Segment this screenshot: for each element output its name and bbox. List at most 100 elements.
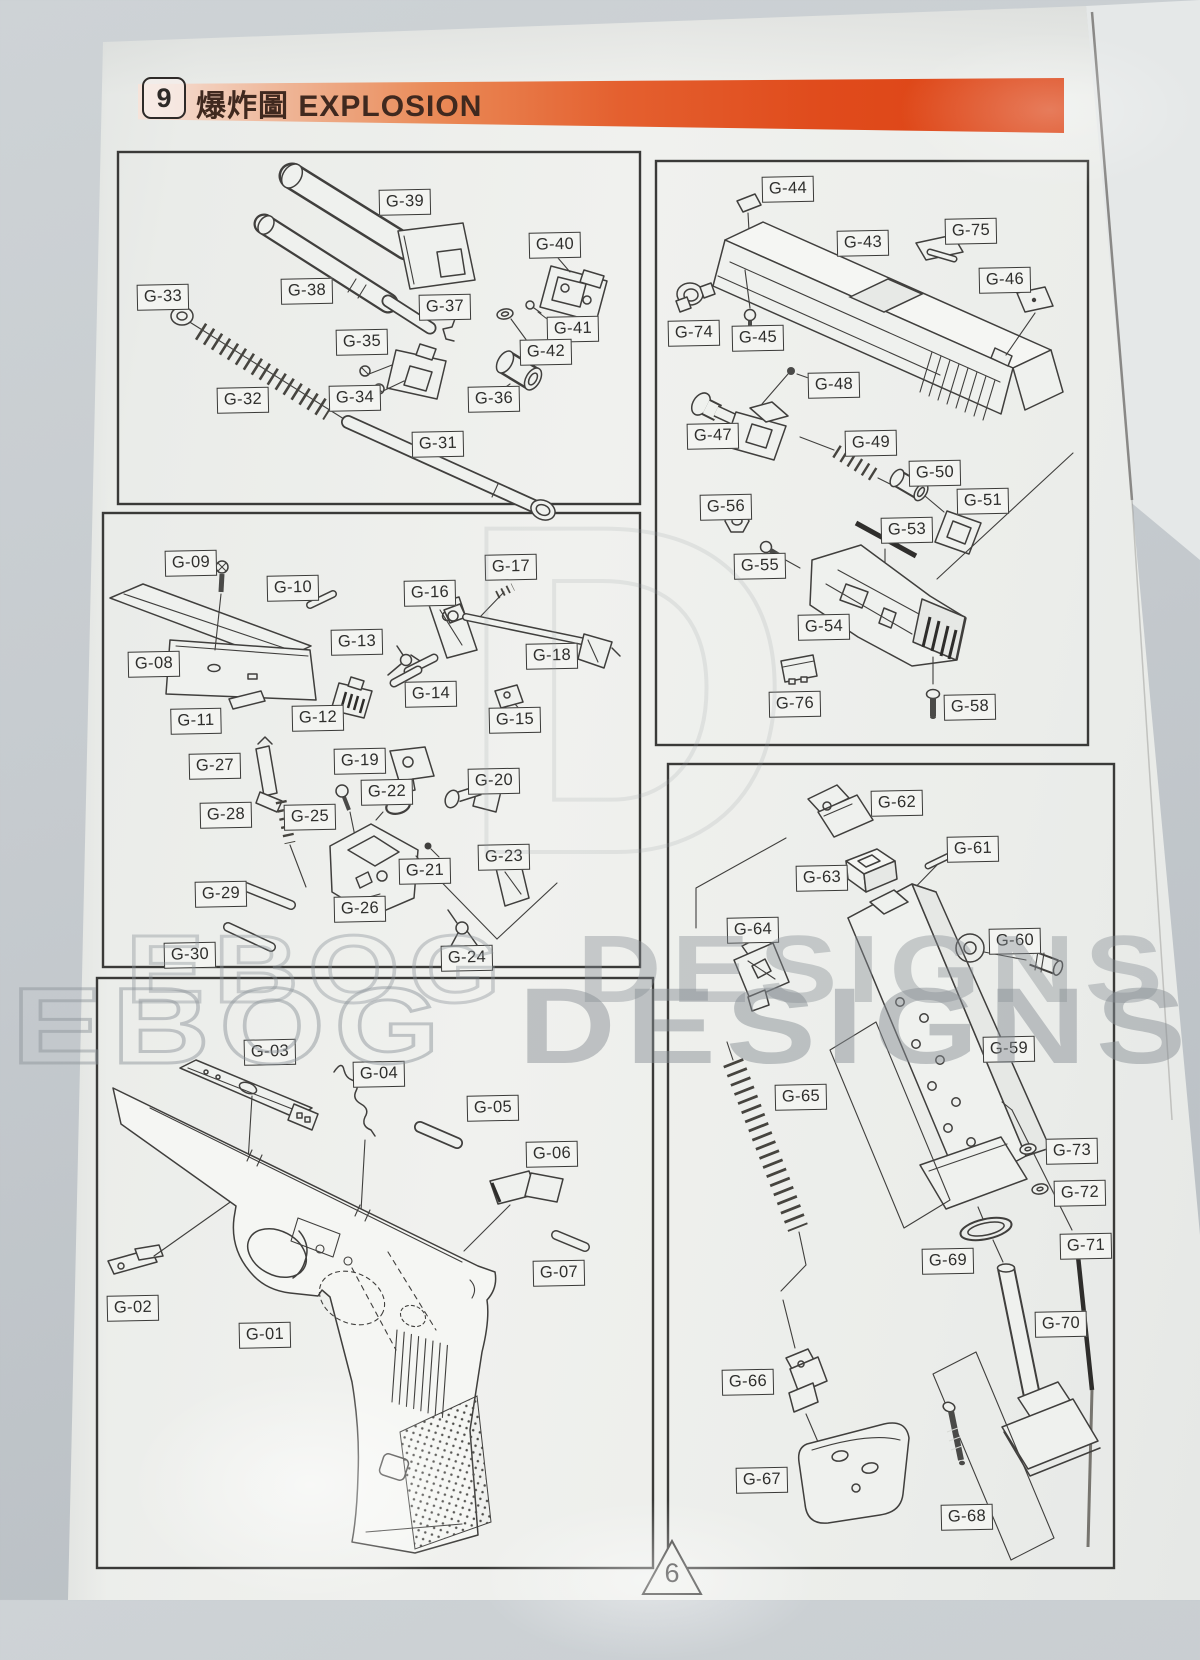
part-label-g-07: G-07 <box>532 1259 586 1287</box>
part-art-g42 <box>496 308 514 320</box>
part-art-g48 <box>787 367 795 375</box>
part-label-g-62: G-62 <box>870 789 924 817</box>
part-label-g-59: G-59 <box>982 1035 1036 1063</box>
section-number: 9 <box>156 82 172 113</box>
part-art-g40 <box>539 257 608 323</box>
part-label-g-46: G-46 <box>978 266 1032 294</box>
part-label-g-65: G-65 <box>774 1083 828 1111</box>
panel-slide-group <box>654 159 1090 747</box>
part-art-g09 <box>214 560 229 651</box>
part-label-g-35: G-35 <box>335 328 389 356</box>
part-label-g-75: G-75 <box>944 217 998 245</box>
part-art-g35 <box>386 343 447 400</box>
part-art-g14 <box>389 653 439 688</box>
part-art-g33 <box>170 306 194 326</box>
part-art-g28 <box>275 799 296 845</box>
part-label-g-23: G-23 <box>477 843 531 871</box>
part-label-g-37: G-37 <box>418 293 472 321</box>
part-art-g44 <box>736 193 762 213</box>
part-label-g-14: G-14 <box>404 680 458 708</box>
page-number: 6 <box>664 1558 680 1588</box>
part-label-g-56: G-56 <box>699 493 753 521</box>
part-art-g62 <box>807 784 874 838</box>
part-art-g65 <box>723 1058 808 1232</box>
part-art-g71 <box>1073 1236 1095 1548</box>
panel-trigger-group <box>101 511 642 969</box>
part-art-g76 <box>780 654 818 685</box>
part-label-g-72: G-72 <box>1053 1179 1107 1207</box>
part-label-g-22: G-22 <box>360 778 414 806</box>
part-label-g-55: G-55 <box>733 552 787 580</box>
part-art-g47 <box>690 392 789 461</box>
part-art-g69 <box>959 1206 1013 1263</box>
part-art-g64 <box>695 837 790 1012</box>
part-art-g63 <box>845 848 898 893</box>
part-label-g-01: G-01 <box>238 1321 292 1349</box>
part-label-g-73: G-73 <box>1045 1137 1099 1165</box>
part-label-g-21: G-21 <box>398 857 452 885</box>
part-label-g-47: G-47 <box>686 422 740 450</box>
exploded-diagram-art: .o{fill:none;stroke:#403f3d;stroke-width… <box>95 11 1173 1595</box>
part-art-g18 <box>443 603 621 669</box>
part-label-g-49: G-49 <box>844 429 898 457</box>
part-label-g-58: G-58 <box>943 693 997 721</box>
part-label-g-20: G-20 <box>467 767 521 795</box>
part-label-g-18: G-18 <box>525 642 579 670</box>
part-label-g-53: G-53 <box>880 516 934 544</box>
part-art-g46 <box>1005 286 1054 356</box>
part-art-g39 <box>278 162 476 290</box>
part-art-g10 <box>306 590 337 609</box>
part-art-g21 <box>424 842 432 850</box>
part-art-g73 <box>1001 1101 1073 1231</box>
part-label-g-68: G-68 <box>940 1503 994 1531</box>
part-label-g-17: G-17 <box>484 553 538 581</box>
part-label-g-44: G-44 <box>761 175 815 203</box>
part-label-g-67: G-67 <box>735 1466 789 1494</box>
part-label-g-50: G-50 <box>908 459 962 487</box>
part-label-g-69: G-69 <box>921 1247 975 1275</box>
section-title: 爆炸圖 EXPLOSION <box>196 90 483 123</box>
part-label-g-29: G-29 <box>194 880 248 908</box>
part-label-g-61: G-61 <box>946 835 1000 863</box>
part-art-g43 <box>712 221 1064 421</box>
part-label-g-54: G-54 <box>797 613 851 641</box>
part-label-g-70: G-70 <box>1034 1310 1088 1338</box>
part-art-g58 <box>925 656 941 719</box>
part-label-g-48: G-48 <box>807 371 861 399</box>
part-art-g54 <box>809 544 967 667</box>
part-art-g68 <box>932 1351 1055 1561</box>
part-art-g32 <box>194 322 335 421</box>
part-art-g27 <box>255 736 283 813</box>
part-art-g74 <box>675 282 716 313</box>
part-art-g51 <box>934 510 982 555</box>
part-label-g-42: G-42 <box>519 338 573 366</box>
part-label-g-02: G-02 <box>106 1294 160 1322</box>
section-number-badge: 9 <box>142 77 186 119</box>
part-art-g70 <box>996 1263 1101 1477</box>
part-label-g-13: G-13 <box>330 628 384 656</box>
part-art-g08 <box>109 583 317 701</box>
part-label-g-03: G-03 <box>243 1038 297 1066</box>
part-label-g-05: G-05 <box>466 1094 520 1122</box>
panel-barrel-group <box>116 150 642 506</box>
part-label-g-06: G-06 <box>525 1140 579 1168</box>
part-label-g-66: G-66 <box>721 1368 775 1396</box>
part-label-g-12: G-12 <box>291 704 345 732</box>
part-label-g-40: G-40 <box>528 231 582 259</box>
part-art-g25 <box>335 784 358 847</box>
part-art-g17 <box>495 583 515 599</box>
part-art-g66 <box>782 1299 828 1443</box>
part-label-g-04: G-04 <box>352 1060 406 1088</box>
part-label-g-25: G-25 <box>283 803 337 831</box>
part-label-g-24: G-24 <box>440 944 494 972</box>
part-label-g-63: G-63 <box>795 864 849 892</box>
part-art-g06 <box>463 1170 564 1252</box>
part-label-g-19: G-19 <box>333 747 387 775</box>
part-art-g02 <box>107 1192 244 1275</box>
part-label-g-15: G-15 <box>488 706 542 734</box>
part-label-g-08: G-08 <box>127 650 181 678</box>
page-number-triangle <box>641 1538 703 1595</box>
part-label-g-74: G-74 <box>667 319 721 347</box>
part-label-g-28: G-28 <box>199 801 253 829</box>
